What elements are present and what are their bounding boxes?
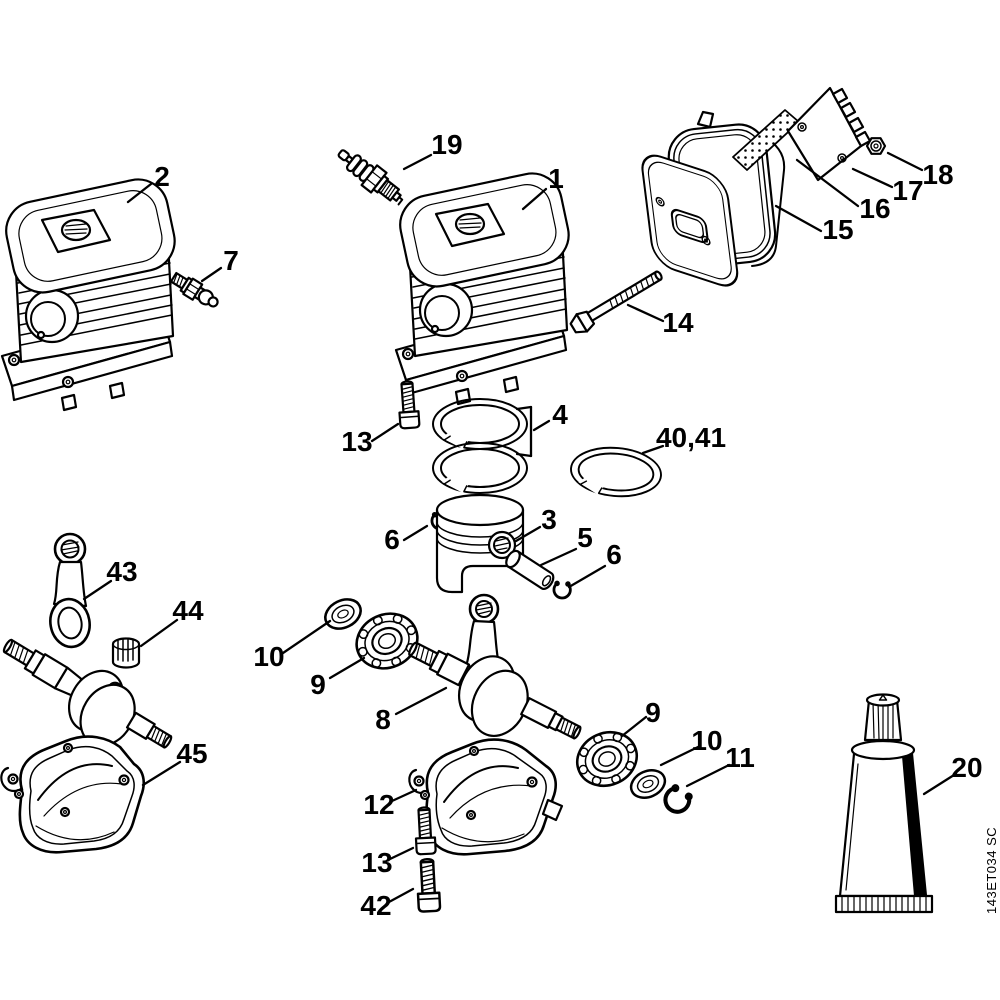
callout-bearing-9-right: 9 xyxy=(645,697,661,728)
callout-needle-cage-44: 44 xyxy=(172,595,204,626)
callout-crankshaft-8: 8 xyxy=(375,704,391,735)
callout-piston-3: 3 xyxy=(541,504,557,535)
callout-circlip-6-left: 6 xyxy=(384,524,400,555)
leader-needle-cage-44 xyxy=(139,618,179,648)
leader-connecting-rod-43 xyxy=(82,579,113,601)
leader-spark-arrester-17 xyxy=(851,167,894,189)
leader-spark-plug-19 xyxy=(402,153,433,171)
leader-crankshaft-8 xyxy=(394,686,448,716)
muffler-exhaust-port xyxy=(670,208,709,244)
callout-sealant-tube-20: 20 xyxy=(951,752,982,783)
leader-wrist-pin-5 xyxy=(539,547,578,567)
leader-bearing-9-right xyxy=(620,715,648,738)
leader-crankcase-12 xyxy=(390,788,418,803)
callout-wrist-pin-5: 5 xyxy=(577,522,593,553)
bolt-14 xyxy=(569,270,663,334)
callout-nut-18: 18 xyxy=(922,159,953,190)
leader-muffler-15 xyxy=(774,204,823,233)
callout-cylinder-1: 1 xyxy=(548,163,564,194)
sealant-tube-20 xyxy=(834,693,934,914)
callout-circlip-11: 11 xyxy=(725,742,755,773)
callout-valve-7: 7 xyxy=(223,245,239,276)
muffler-tab xyxy=(696,110,715,129)
circlip-11 xyxy=(663,784,694,815)
leader-screw-13-bottom xyxy=(388,846,415,861)
leader-screw-42 xyxy=(387,887,415,904)
callout-bearing-9-left: 9 xyxy=(310,669,326,700)
callout-cylinder-2: 2 xyxy=(154,161,170,192)
piston-ring-4a xyxy=(432,398,528,450)
seal-10-left xyxy=(319,592,367,636)
callout-circlip-6-right: 6 xyxy=(606,539,622,570)
leader-gasket-16 xyxy=(795,158,860,208)
piston-3 xyxy=(435,493,525,594)
leader-nut-18 xyxy=(886,151,924,172)
piston-ring-40-41 xyxy=(567,443,665,501)
bracket-piston-rings-4-0 xyxy=(515,405,533,411)
crankshaft-left xyxy=(2,638,173,749)
callout-rings-40-41: 40,41 xyxy=(656,422,726,453)
callout-screw-42: 42 xyxy=(360,890,391,921)
callout-piston-rings-4: 4 xyxy=(552,399,568,430)
callout-spark-plug-19: 19 xyxy=(431,129,462,160)
leader-valve-7 xyxy=(200,266,223,283)
leader-piston-3 xyxy=(514,525,542,543)
callout-connecting-rod-43: 43 xyxy=(106,556,137,587)
callout-gasket-16: 16 xyxy=(859,193,890,224)
leader-circlip-11 xyxy=(685,763,731,788)
leader-seal-10-left xyxy=(281,619,332,655)
callout-screw-13-top: 13 xyxy=(341,426,372,457)
callout-bolt-14: 14 xyxy=(662,307,694,338)
piston-ring-4b xyxy=(432,442,528,494)
callout-crankcase-45: 45 xyxy=(176,738,207,769)
muffler-15 xyxy=(641,154,739,287)
leader-bearing-9-left xyxy=(328,656,366,680)
callout-screw-13-bottom: 13 xyxy=(361,847,392,878)
leader-crankcase-45 xyxy=(141,760,182,787)
decompression-valve-7 xyxy=(169,271,219,308)
nut-18 xyxy=(865,137,887,155)
leader-rings-40-41 xyxy=(641,444,665,455)
screw-42 xyxy=(414,857,442,914)
crankcase-12 xyxy=(408,738,564,856)
connecting-rod-small-end xyxy=(464,593,502,672)
crankshaft-8 xyxy=(408,641,582,740)
connecting-rod-43 xyxy=(49,532,91,649)
leader-cylinder-2 xyxy=(126,182,153,204)
bracket-piston-rings-4-2 xyxy=(515,452,533,458)
callout-muffler-15: 15 xyxy=(822,214,853,245)
callout-crankcase-12: 12 xyxy=(363,789,394,820)
callout-spark-arrester-17: 17 xyxy=(892,175,923,206)
leader-cylinder-1 xyxy=(521,187,548,211)
crankcase-45 xyxy=(0,735,146,854)
leader-sealant-tube-20 xyxy=(922,773,956,796)
spark-plug-19 xyxy=(337,149,404,206)
leader-piston-rings-4 xyxy=(532,419,551,432)
circlip-6-right xyxy=(550,577,575,602)
diagram-code: 143ET034 SC xyxy=(984,827,999,914)
leader-bolt-14 xyxy=(626,303,665,323)
leader-seal-10-right xyxy=(659,745,700,767)
leader-circlip-6-left xyxy=(402,524,429,542)
leader-screw-13-top xyxy=(370,422,400,443)
callout-seal-10-right: 10 xyxy=(691,725,722,756)
cylinder-2 xyxy=(0,172,182,412)
spark-arrester-17 xyxy=(786,86,872,182)
callout-seal-10-left: 10 xyxy=(253,641,284,672)
leader-circlip-6-right xyxy=(567,564,607,589)
cylinder-1 xyxy=(393,166,576,406)
wrist-pin-5 xyxy=(505,549,555,590)
needle-cage-44 xyxy=(111,637,141,669)
